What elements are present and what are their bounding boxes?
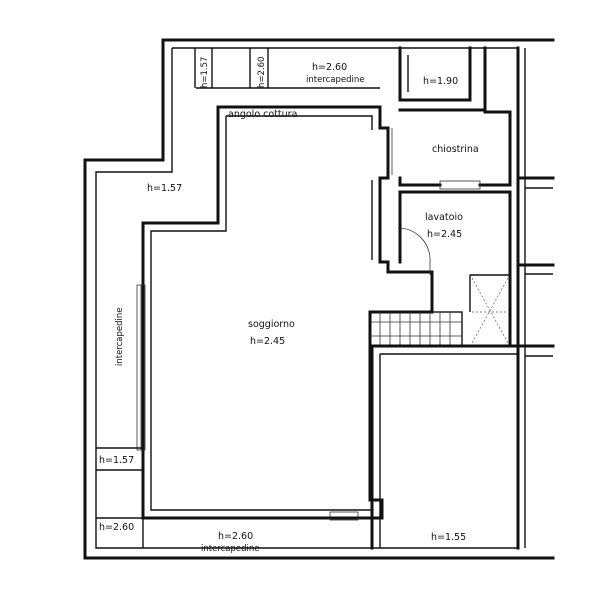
label-chiostrina: chiostrina	[432, 144, 479, 155]
label-angolo-cottura: angolo cottura	[228, 109, 297, 120]
stair-treads	[369, 311, 463, 347]
label-top-vertical-2: h=2.60	[257, 57, 267, 88]
outer-wall-inner-face	[95, 47, 518, 549]
label-bottom-left-height: h=2.60	[99, 522, 134, 533]
label-top-intercapedine-height: h=2.60	[312, 62, 347, 73]
label-lavatoio: lavatoio	[425, 212, 463, 223]
outer-wall	[83, 38, 555, 560]
label-left-intercapedine: intercapedine	[115, 308, 125, 367]
label-soggiorno: soggiorno	[248, 319, 295, 330]
label-left-lower-height: h=1.57	[99, 455, 134, 466]
label-top-vertical-1: h=1.57	[200, 57, 210, 88]
label-bottom-intercapedine-height: h=2.60	[218, 531, 253, 542]
label-lower-right-height: h=1.55	[431, 532, 466, 543]
label-left-upper-height: h=1.57	[147, 183, 182, 194]
lavatoio-door-swing	[397, 227, 431, 263]
stair-outline	[469, 274, 511, 346]
label-top-intercapedine: intercapedine	[306, 75, 365, 85]
room-190-wall	[398, 46, 472, 102]
chiostrina-wall	[398, 108, 512, 187]
chiostrina-window-b	[439, 180, 481, 190]
stair-diag-2	[471, 277, 509, 344]
label-bottom-intercapedine: intercapedine	[201, 544, 260, 554]
soggiorno-wall-inner	[150, 115, 373, 511]
label-lavatoio-height: h=2.45	[427, 229, 462, 240]
label-room-190-height: h=1.90	[423, 76, 458, 87]
label-soggiorno-height: h=2.45	[250, 336, 285, 347]
bottom-door	[329, 511, 359, 521]
lower-right-wall	[370, 344, 520, 550]
